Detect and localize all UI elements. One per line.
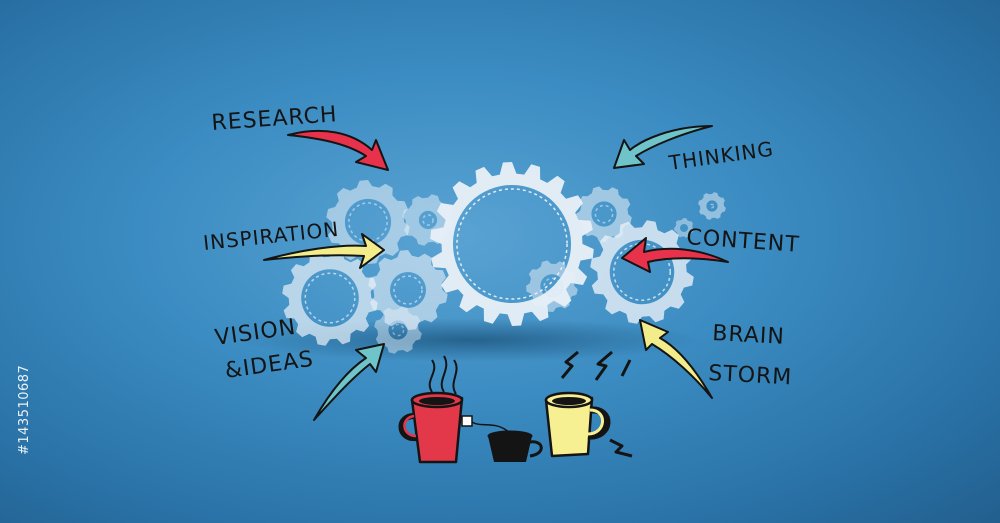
label-ideas: &IDEAS	[223, 347, 315, 384]
brainstorm-arrow	[639, 319, 713, 399]
content-arrow	[621, 237, 729, 273]
gear-icon	[698, 192, 726, 220]
gears-cluster	[282, 162, 726, 354]
red-mug-icon	[398, 355, 464, 464]
thinking-arrow	[613, 125, 713, 169]
research-arrow	[287, 129, 389, 171]
gear-icon	[326, 180, 410, 264]
gear-icon	[282, 250, 378, 346]
yellow-mug-icon	[544, 350, 633, 458]
vision-arrow	[313, 343, 385, 421]
gear-icon	[368, 250, 448, 330]
label-brain: BRAIN	[712, 321, 786, 350]
stock-id: #143510687	[17, 365, 32, 455]
label-thinking: THINKING	[666, 136, 775, 175]
black-cup-icon	[461, 415, 543, 462]
label-storm: STORM	[708, 361, 793, 390]
gear-icon	[526, 260, 578, 312]
gear-icon	[430, 162, 594, 326]
gear-icon	[674, 218, 694, 238]
inspiration-arrow	[263, 233, 385, 269]
gear-icon	[374, 306, 422, 354]
